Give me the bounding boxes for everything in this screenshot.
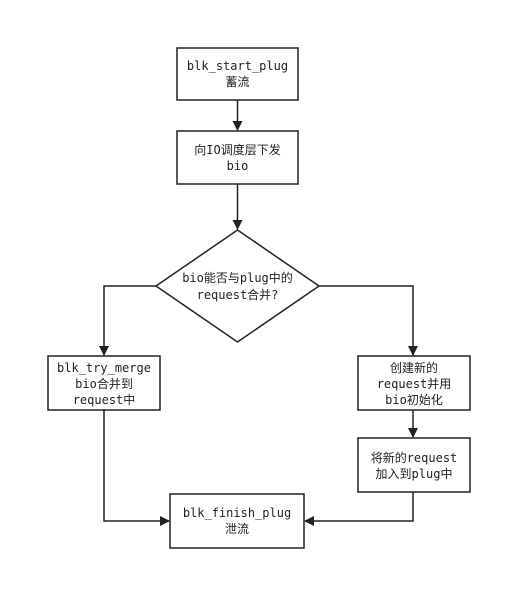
add-to-plug-line1: 将新的request bbox=[371, 450, 458, 465]
create-request-line1: 创建新的 bbox=[390, 360, 438, 375]
arrow-add-to-finish bbox=[304, 492, 414, 526]
finish-plug-line1: blk_finish_plug bbox=[183, 506, 291, 520]
finish-plug-line2: 泄流 bbox=[225, 522, 249, 536]
arrow-merge-to-finish bbox=[103, 410, 170, 526]
start-plug-line2: 蓄流 bbox=[225, 75, 249, 89]
create-request-line2: request并用 bbox=[377, 377, 452, 391]
decision-line2: request合并? bbox=[197, 287, 279, 302]
node-try-merge: blk_try_merge bio合并到 request中 bbox=[47, 355, 161, 411]
node-start-plug: blk_start_plug 蓄流 bbox=[176, 47, 299, 101]
arrow-decision-to-merge bbox=[99, 285, 156, 356]
add-to-plug-line2: 加入到plug中 bbox=[376, 466, 453, 481]
try-merge-line1: blk_try_merge bbox=[57, 361, 151, 375]
try-merge-line3: request中 bbox=[73, 392, 136, 407]
arrow-decision-to-create bbox=[319, 285, 418, 356]
node-finish-plug: blk_finish_plug 泄流 bbox=[169, 493, 305, 549]
send-bio-line1: 向IO调度层下发 bbox=[194, 142, 280, 157]
node-decision: bio能否与plug中的 request合并? bbox=[154, 229, 321, 343]
node-create-request: 创建新的 request并用 bio初始化 bbox=[357, 355, 471, 411]
send-bio-line2: bio bbox=[227, 159, 249, 173]
node-send-bio: 向IO调度层下发 bio bbox=[176, 130, 299, 185]
try-merge-line2: bio合并到 bbox=[75, 376, 133, 391]
start-plug-line1: blk_start_plug bbox=[187, 59, 288, 73]
create-request-line3: bio初始化 bbox=[385, 393, 443, 407]
decision-line1: bio能否与plug中的 bbox=[182, 270, 293, 285]
node-add-to-plug: 将新的request 加入到plug中 bbox=[357, 437, 471, 493]
